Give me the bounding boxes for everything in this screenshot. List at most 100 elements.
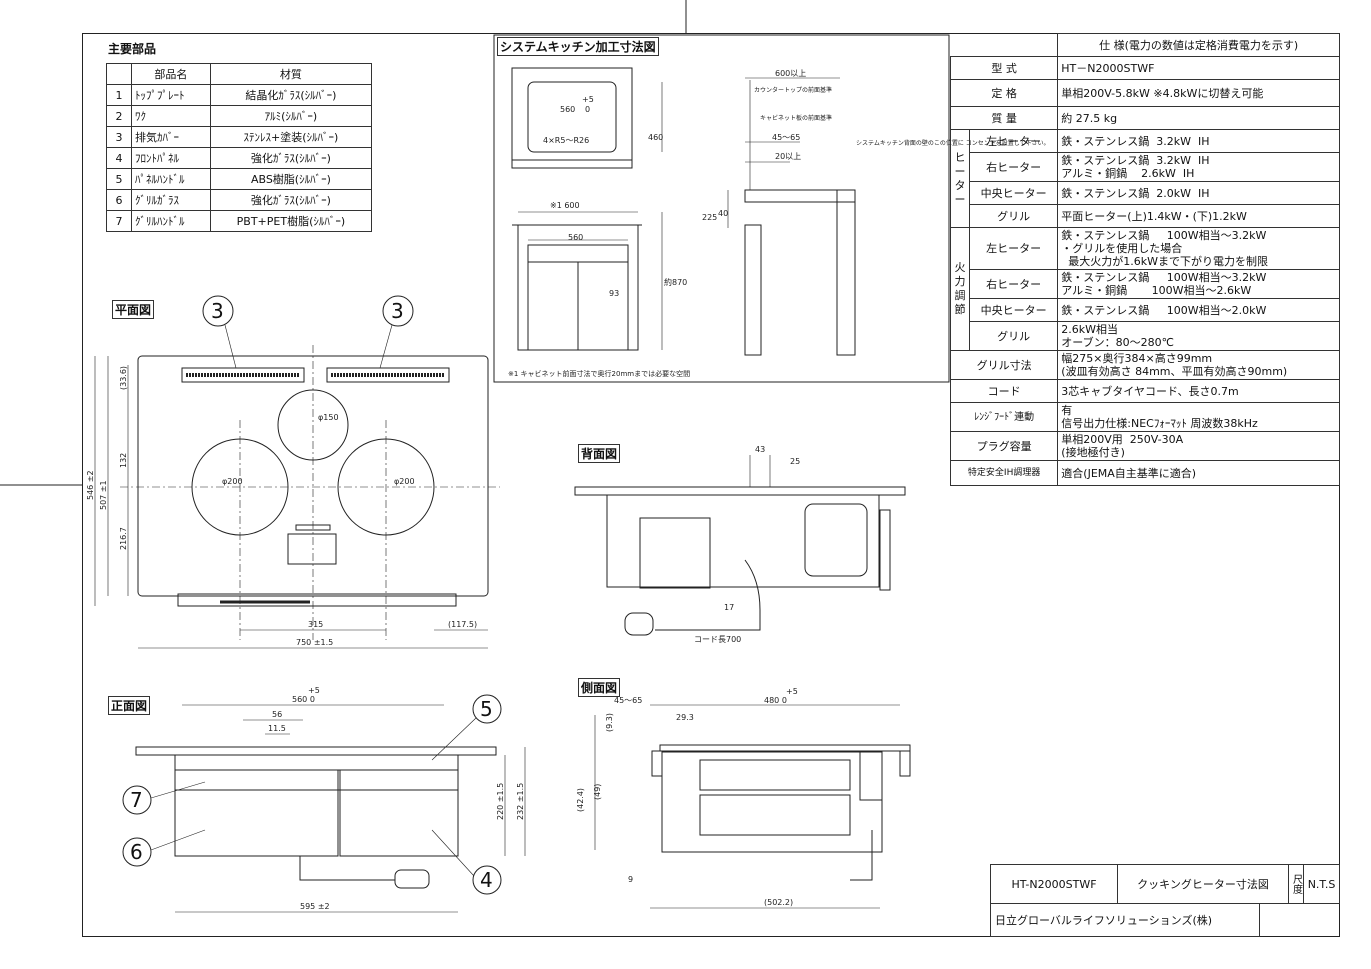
kitchen-note-cabinet: キャビネット板の前面基準 <box>760 114 832 122</box>
side-dim-d9-3: (9.3) <box>605 713 614 732</box>
plan-dim-phi200b: φ200 <box>394 477 415 486</box>
back-dim-cord: コード長700 <box>694 635 741 644</box>
spec-hood: 有 信号出力仕様:NECﾌｫｰﾏｯﾄ 周波数38kHz <box>1057 402 1340 432</box>
side-dim-d29-3: 29.3 <box>676 713 694 722</box>
callout-7: 7 <box>130 788 143 812</box>
spec-heater-label: 右ヒーター <box>968 152 1059 182</box>
spec-heater-row: 右ヒーター鉄・ステンレス鍋 3.2kW IH アルミ・銅鍋 2.6kW IH <box>951 152 1340 182</box>
spec-row-grill-size: グリル寸法 幅275×奥行384×高さ99mm (波皿有効高さ 84mm、平皿有… <box>949 350 1340 380</box>
parts-cell-material: ABS樹脂(ｼﾙﾊﾞｰ) <box>209 168 373 190</box>
title-block: HT-N2000STWF クッキングヒーター寸法図 尺度 N.T.S 日立グロー… <box>990 864 1340 937</box>
spec-hood-label: ﾚﾝｼﾞﾌｰﾄﾞ連動 <box>949 402 1059 432</box>
spec-rating-label: 定 格 <box>949 79 1059 107</box>
kitchen-dim-d93: 93 <box>609 289 619 298</box>
spec-safety-label: 特定安全IH調理器 <box>949 460 1059 486</box>
parts-cell-material: ｱﾙﾐ(ｼﾙﾊﾞｰ) <box>209 105 373 127</box>
kitchen-dim-d460: 460 <box>648 133 663 142</box>
parts-cell-name: ﾊﾟﾈﾙﾊﾝﾄﾞﾙ <box>131 168 211 190</box>
title-block-drawing: クッキングヒーター寸法図 <box>1117 864 1289 904</box>
kitchen-dim-w600: ※1 600 <box>550 201 580 210</box>
kitchen-dim-w560b: 560 <box>568 233 583 242</box>
spec-heater-value: 平面ヒーター(上)1.4kW・(下)1.2kW <box>1057 204 1340 228</box>
spec-control-row: 火力調節左ヒーター鉄・ステンレス鍋 100W相当～3.2kW ・グリルを使用した… <box>950 227 1340 351</box>
spec-control-label: 右ヒーター <box>968 269 1059 299</box>
spec-heater-value: 鉄・ステンレス鍋 3.2kW IH アルミ・銅鍋 2.6kW IH <box>1057 152 1340 182</box>
side-dim-d45-65: 45～65 <box>614 696 642 705</box>
parts-cell-name: ｸﾞﾘﾙｶﾞﾗｽ <box>131 189 211 211</box>
spec-title-row: 仕 様(電力の数値は定格消費電力を示す) <box>950 33 1340 57</box>
plan-dim-w315: 315 <box>308 620 323 629</box>
plan-title: 平面図 <box>112 300 155 319</box>
kitchen-dim-h870: 約870 <box>664 277 687 287</box>
spec-cord-label: コード <box>949 379 1059 403</box>
title-block-model: HT-N2000STWF <box>990 864 1118 904</box>
spec-row-cord: コード 3芯キャブタイヤコード、長さ0.7m <box>949 379 1340 403</box>
spec-control-section: 火力調節左ヒーター鉄・ステンレス鍋 100W相当～3.2kW ・グリルを使用した… <box>950 227 1340 351</box>
plan-dim-w750: 750 ±1.5 <box>296 638 333 647</box>
front-dim-w56: 56 <box>272 710 282 719</box>
spec-heater-row: ヒーター左ヒーター鉄・ステンレス鍋 3.2kW IH <box>950 129 1340 228</box>
spec-mass-label: 質 量 <box>949 106 1059 130</box>
front-dim-w11-5: 11.5 <box>268 724 286 733</box>
back-title: 背面図 <box>578 444 621 463</box>
spec-grill-size: 幅275×奥行384×高さ99mm (波皿有効高さ 84mm、平皿有効高さ90m… <box>1057 350 1340 380</box>
spec-control-label: 中央ヒーター <box>968 298 1059 322</box>
side-dim-d502-2: (502.2) <box>764 898 793 907</box>
back-dim-d17: 17 <box>724 603 734 612</box>
title-block-scale-label: 尺度 <box>1288 864 1304 904</box>
spec-control-row: 右ヒーター鉄・ステンレス鍋 100W相当～3.2kW アルミ・銅鍋 100W相当… <box>951 269 1340 299</box>
kitchen-dim-radius: 4×R5～R26 <box>543 136 589 145</box>
spec-control-value: 鉄・ステンレス鍋 100W相当～3.2kW アルミ・銅鍋 100W相当～2.6k… <box>1057 269 1340 299</box>
side-dim-tol5: +5 <box>786 687 798 696</box>
spec-control-value: 2.6kW相当 オーブン：80～280℃ <box>1057 321 1340 351</box>
spec-heater-label: 左ヒーター <box>968 129 1059 153</box>
spec-table: 仕 様(電力の数値は定格消費電力を示す) 型 式 HT－N2000STWF 定 … <box>949 33 1340 486</box>
plan-dim-d132: 132 <box>119 453 128 468</box>
back-dim-d43: 43 <box>755 445 765 454</box>
spec-mass: 約 27.5 kg <box>1057 106 1340 130</box>
spec-heater-row: グリル平面ヒーター(上)1.4kW・(下)1.2kW <box>951 204 1340 228</box>
spec-model: HT－N2000STWF <box>1057 56 1340 80</box>
kitchen-dim-d45-65: 45～65 <box>772 133 800 142</box>
spec-row-safety: 特定安全IH調理器 適合(JEMA自主基準に適合) <box>949 460 1340 486</box>
parts-cell-material: PBT+PET樹脂(ｼﾙﾊﾞｰ) <box>209 210 373 232</box>
title-block-scale: N.T.S <box>1303 864 1340 904</box>
drawing-frame <box>82 33 1340 937</box>
spec-grill-size-label: グリル寸法 <box>949 350 1059 380</box>
title-block-company: 日立グローバルライフソリューションズ(株) <box>990 903 1260 937</box>
side-title: 側面図 <box>578 678 621 697</box>
front-dim-w595: 595 ±2 <box>300 902 330 911</box>
spec-control-value: 鉄・ステンレス鍋 100W相当～3.2kW ・グリルを使用した場合 最大火力が1… <box>1057 227 1340 270</box>
plan-dim-w117-5: (117.5) <box>448 620 477 629</box>
side-dim-d9: 9 <box>628 875 633 884</box>
parts-header-name: 部品名 <box>131 63 211 85</box>
kitchen-footnote: ※1 キャビネット前面寸法で奥行20mmまでは必要な空間 <box>508 369 690 378</box>
kitchen-dim-d600up: 600以上 <box>775 69 806 78</box>
spec-heater-value: 鉄・ステンレス鍋 2.0kW IH <box>1057 181 1340 205</box>
spec-plug: 単相200V用 250V-30A (接地極付き) <box>1057 431 1340 461</box>
parts-title: 主要部品 <box>108 42 157 56</box>
front-dim-tol5: +5 <box>308 686 320 695</box>
spec-title: 仕 様(電力の数値は定格消費電力を示す) <box>1057 33 1340 57</box>
spec-heater-label: グリル <box>968 204 1059 228</box>
spec-row-plug: プラグ容量 単相200V用 250V-30A (接地極付き) <box>949 431 1340 461</box>
spec-cord: 3芯キャブタイヤコード、長さ0.7m <box>1057 379 1340 403</box>
kitchen-dim-h225: 225 <box>702 213 717 222</box>
parts-cell-name: ﾄｯﾌﾟﾌﾟﾚｰﾄ <box>131 84 211 106</box>
callout-5: 5 <box>480 697 493 721</box>
spec-model-label: 型 式 <box>949 56 1059 80</box>
spec-row-mass: 質 量 約 27.5 kg <box>949 106 1340 130</box>
parts-cell-material: 強化ｶﾞﾗｽ(ｼﾙﾊﾞｰ) <box>209 147 373 169</box>
spec-rating: 単相200V-5.8kW ※4.8kWに切替え可能 <box>1057 79 1340 107</box>
plan-dim-phi200a: φ200 <box>222 477 243 486</box>
spec-control-label: グリル <box>968 321 1059 351</box>
